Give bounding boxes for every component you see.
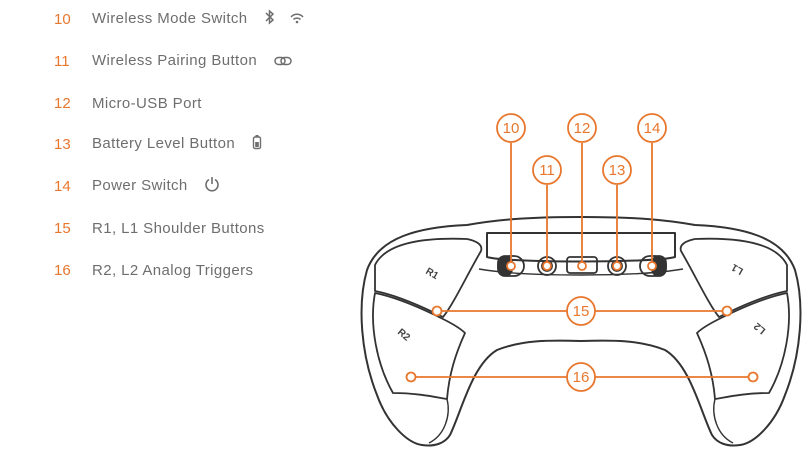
callout-number: 13 <box>609 162 626 179</box>
legend-label: Wireless Pairing Button <box>92 52 258 70</box>
legend-number: 13 <box>54 135 71 153</box>
bluetooth-icon <box>264 9 276 29</box>
wifi-signal-icon <box>289 10 305 28</box>
callout-number: 16 <box>573 369 590 386</box>
legend-number: 15 <box>54 219 71 237</box>
callout-14: 14 <box>637 113 667 143</box>
legend-label: Power Switch <box>92 176 188 194</box>
callout-11: 11 <box>532 155 562 185</box>
legend-label: R1, L1 Shoulder Buttons <box>92 219 265 237</box>
l2-button-label: L2 <box>752 320 768 336</box>
legend-label: Micro-USB Port <box>92 94 202 112</box>
callout-10: 10 <box>496 113 526 143</box>
callout-13: 13 <box>602 155 632 185</box>
r1-button-label: R1 <box>424 266 441 282</box>
legend-label: Wireless Mode Switch <box>92 9 248 27</box>
power-icon <box>204 176 220 196</box>
callout-number: 11 <box>539 162 555 179</box>
legend-label: Battery Level Button <box>92 134 236 152</box>
callout-lines <box>411 143 753 378</box>
battery-icon <box>252 134 262 154</box>
controller-outline <box>360 216 802 447</box>
callout-16: 16 <box>566 362 596 392</box>
callout-12: 12 <box>567 113 597 143</box>
callout-markers <box>405 261 759 383</box>
legend-number: 14 <box>54 177 71 195</box>
legend-label: R2, L2 Analog Triggers <box>92 261 254 279</box>
legend-number: 11 <box>54 52 70 70</box>
callout-15: 15 <box>566 296 596 326</box>
l1-button-label: L1 <box>729 261 745 277</box>
link-icon <box>273 53 292 70</box>
callout-number: 12 <box>574 120 591 137</box>
legend-number: 16 <box>54 261 71 279</box>
legend-number: 10 <box>54 10 71 28</box>
callout-number: 15 <box>573 303 590 320</box>
callout-number: 10 <box>503 120 520 137</box>
callout-number: 14 <box>644 120 661 137</box>
legend-number: 12 <box>54 94 71 112</box>
r2-button-label: R2 <box>395 327 412 344</box>
controller-diagram: R1 R2 L1 L2 10 11 12 13 <box>360 113 802 447</box>
